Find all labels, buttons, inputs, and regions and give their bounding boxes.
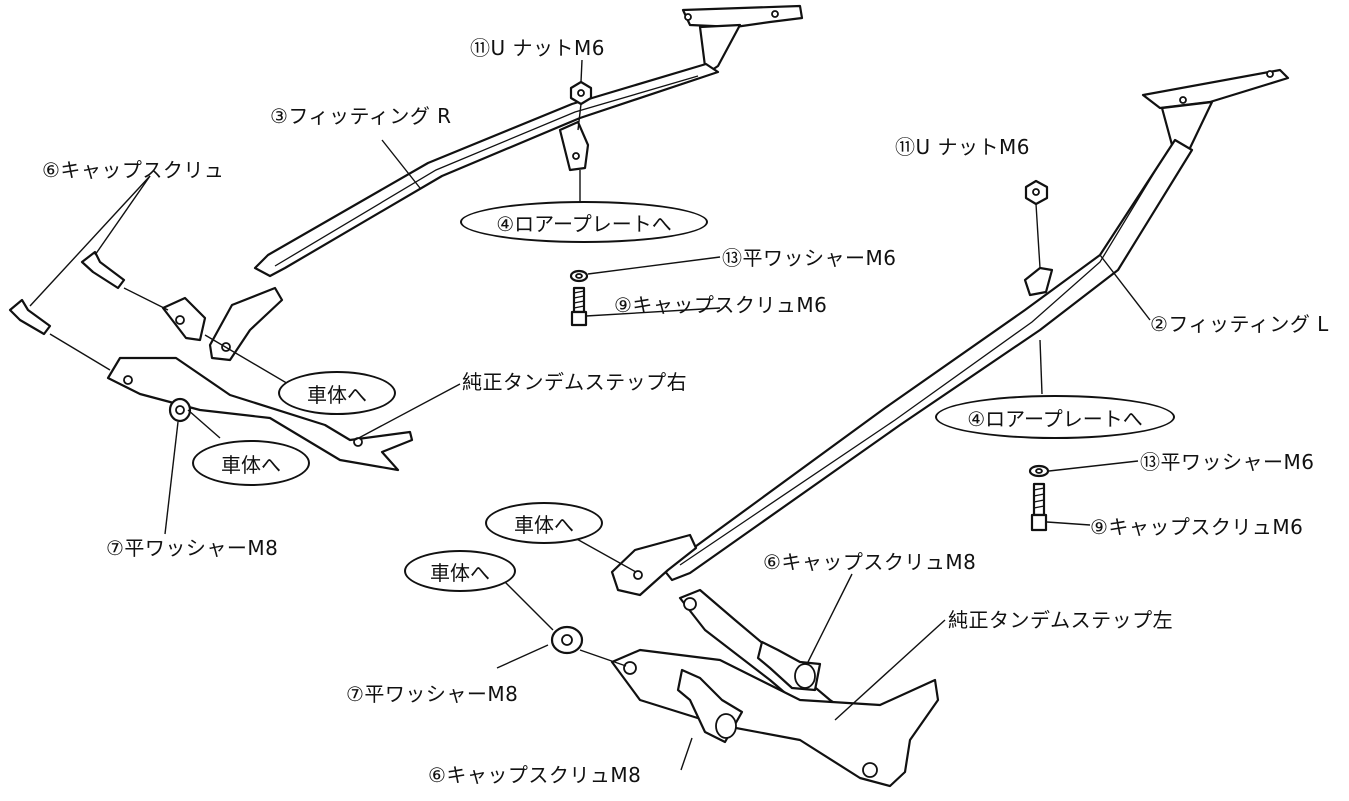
fitting-l-label: ②フィッティング L: [1150, 312, 1329, 336]
cap-screw-r-label: ⑥キャップスクリュ: [42, 158, 225, 182]
u-nut-l-part: [1024, 179, 1049, 206]
cap-screw-m8-l-bottom-label: ⑥キャップスクリュM8: [428, 763, 642, 787]
fitting-l-part: [610, 68, 1290, 597]
lower-plate-r-oval: ④ロアープレートへ: [460, 201, 708, 243]
fitting-r-part: [208, 4, 804, 362]
fitting-r-label: ③フィッティング R: [270, 104, 452, 128]
to-body-r2-oval: 車体へ: [192, 440, 310, 486]
to-body-r1-oval: 車体へ: [278, 371, 396, 415]
flat-washer-m8-l-label: ⑦平ワッシャーM8: [346, 682, 519, 706]
flat-washer-m8-r-label: ⑦平ワッシャーM8: [106, 536, 279, 560]
to-body-l2-oval: 車体へ: [404, 550, 516, 592]
flat-washer-m6-r-label: ⑬平ワッシャーM6: [722, 246, 897, 270]
u-nut-r-part: [569, 80, 593, 106]
to-body-l2-label: 車体へ: [430, 560, 490, 585]
flat-washer-m6-l-label: ⑬平ワッシャーM6: [1140, 450, 1315, 474]
washer-m6-l-part: [1028, 464, 1050, 478]
lower-plate-l-label: ④ロアープレートへ: [967, 406, 1143, 431]
washer-m6-r-part: [569, 269, 589, 283]
cap-screw-m6-l-label: ⑨キャップスクリュM6: [1090, 515, 1304, 539]
cap-screw-m8-l-top-label: ⑥キャップスクリュM8: [763, 550, 977, 574]
to-body-l1-label: 車体へ: [514, 512, 574, 537]
to-body-r2-label: 車体へ: [221, 452, 281, 477]
to-body-l1-oval: 車体へ: [485, 502, 603, 544]
tandem-step-r-label: 純正タンデムステップ右: [462, 370, 688, 394]
cap-screw-r-parts: [8, 250, 126, 336]
tandem-step-r-part: [106, 296, 414, 472]
screw-m6-r-part: [570, 286, 588, 327]
tandem-step-l-part: [550, 588, 940, 788]
screw-m6-l-part: [1030, 482, 1048, 532]
tandem-step-l-label: 純正タンデムステップ左: [948, 608, 1174, 632]
lower-plate-r-label: ④ロアープレートへ: [496, 211, 672, 236]
leader-lines: [29, 59, 1151, 771]
u-nut-l-label: ⑪U ナットM6: [895, 135, 1030, 159]
u-nut-r-label: ⑪U ナットM6: [470, 36, 605, 60]
to-body-r1-label: 車体へ: [307, 382, 367, 407]
cap-screw-m6-r-label: ⑨キャップスクリュM6: [614, 293, 828, 317]
lower-plate-l-oval: ④ロアープレートへ: [935, 395, 1175, 439]
cap-screw-m8-l-parts: [676, 640, 822, 744]
